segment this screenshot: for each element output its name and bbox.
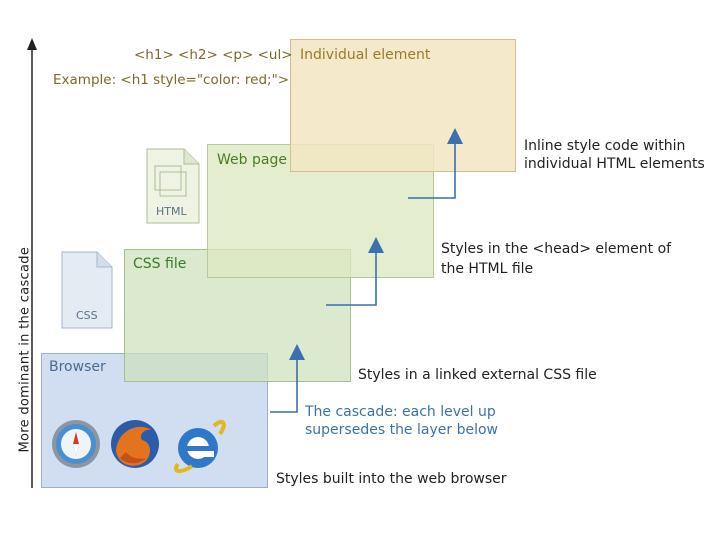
inline-style-example: Example: <h1 style="color: red;"> bbox=[53, 72, 290, 88]
internet-explorer-icon bbox=[174, 419, 226, 473]
dominance-axis-arrow bbox=[27, 38, 37, 488]
safari-icon bbox=[52, 420, 100, 468]
browser-description: Styles built into the web browser bbox=[276, 471, 507, 487]
css-file-layer-title: CSS file bbox=[133, 256, 187, 272]
individual-element-layer bbox=[290, 39, 516, 172]
html-tags-example: <h1> <h2> <p> <ul> bbox=[134, 47, 293, 63]
browser-layer-title: Browser bbox=[49, 359, 106, 375]
html-file-icon bbox=[146, 148, 200, 224]
css-file-icon bbox=[61, 251, 113, 329]
firefox-icon bbox=[111, 420, 159, 468]
css-file-label: CSS bbox=[76, 309, 98, 322]
css-file-description: Styles in a linked external CSS file bbox=[358, 367, 597, 383]
html-file-label: HTML bbox=[156, 205, 187, 218]
web-page-layer-title: Web page bbox=[217, 152, 287, 168]
cascade-note-1: The cascade: each level up bbox=[305, 404, 496, 420]
web-page-description-2: the HTML file bbox=[441, 261, 534, 277]
individual-element-layer-title: Individual element bbox=[300, 47, 431, 63]
cascade-note-2: supersedes the layer below bbox=[305, 422, 498, 438]
individual-element-description-2: individual HTML elements bbox=[524, 156, 705, 172]
individual-element-description-1: Inline style code within bbox=[524, 138, 686, 154]
web-page-description-1: Styles in the <head> element of bbox=[441, 241, 672, 257]
